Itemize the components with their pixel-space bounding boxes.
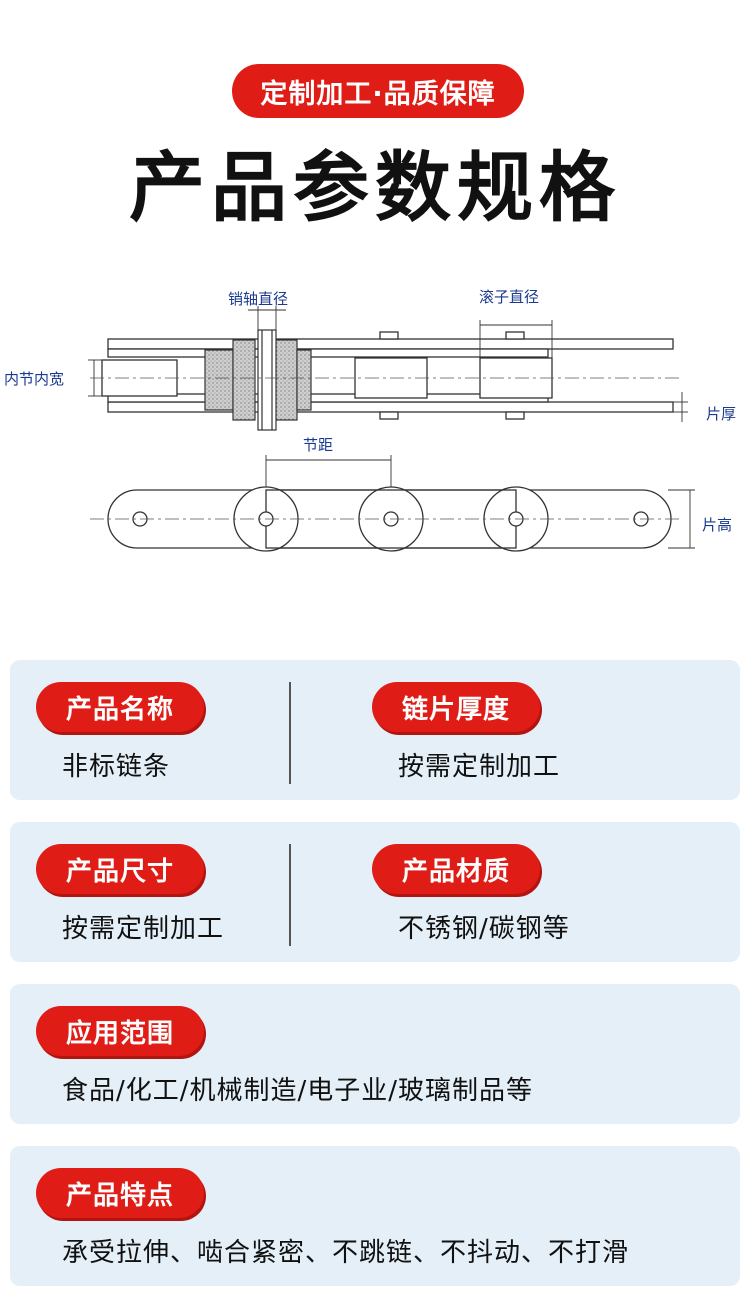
- outer-plate-top: [107, 338, 674, 350]
- inner-plate-top: [107, 348, 549, 358]
- value-plate-thickness: 按需定制加工: [398, 752, 561, 782]
- tag-application: 应用范围: [36, 1006, 204, 1056]
- value-product-size: 按需定制加工: [62, 914, 225, 944]
- card-divider: [289, 844, 291, 946]
- spec-card-1: 产品名称 非标链条 链片厚度 按需定制加工: [10, 660, 740, 800]
- label-pitch: 节距: [303, 436, 333, 454]
- label-pin-diameter: 销轴直径: [228, 290, 288, 308]
- header-badge: 定制加工·品质保障: [232, 64, 524, 118]
- card-divider: [289, 682, 291, 784]
- tag-product-size: 产品尺寸: [36, 844, 204, 894]
- spec-card-2: 产品尺寸 按需定制加工 产品材质 不锈钢/碳钢等: [10, 822, 740, 962]
- page-title: 产品参数规格: [129, 143, 621, 232]
- tag-plate-thickness: 链片厚度: [372, 682, 540, 732]
- outer-plate-bottom: [107, 401, 674, 413]
- label-inner-width: 内节内宽: [4, 370, 64, 388]
- label-plate-height: 片高: [702, 516, 732, 534]
- label-roller-diameter: 滚子直径: [479, 288, 539, 306]
- spec-card-3: 应用范围 食品/化工/机械制造/电子业/玻璃制品等: [10, 984, 740, 1124]
- value-features: 承受拉伸、啮合紧密、不跳链、不抖动、不打滑: [62, 1238, 630, 1268]
- label-plate-thickness: 片厚: [706, 405, 736, 423]
- chain-diagram: 销轴直径 滚子直径 内节内宽 片厚 节距 片高: [4, 288, 736, 552]
- value-application: 食品/化工/机械制造/电子业/玻璃制品等: [62, 1076, 534, 1106]
- tag-features: 产品特点: [36, 1168, 204, 1218]
- spec-card-4: 产品特点 承受拉伸、啮合紧密、不跳链、不抖动、不打滑: [10, 1146, 740, 1286]
- value-product-name: 非标链条: [62, 752, 171, 782]
- tag-product-name: 产品名称: [36, 682, 204, 732]
- tag-product-material: 产品材质: [372, 844, 540, 894]
- value-product-material: 不锈钢/碳钢等: [398, 914, 570, 944]
